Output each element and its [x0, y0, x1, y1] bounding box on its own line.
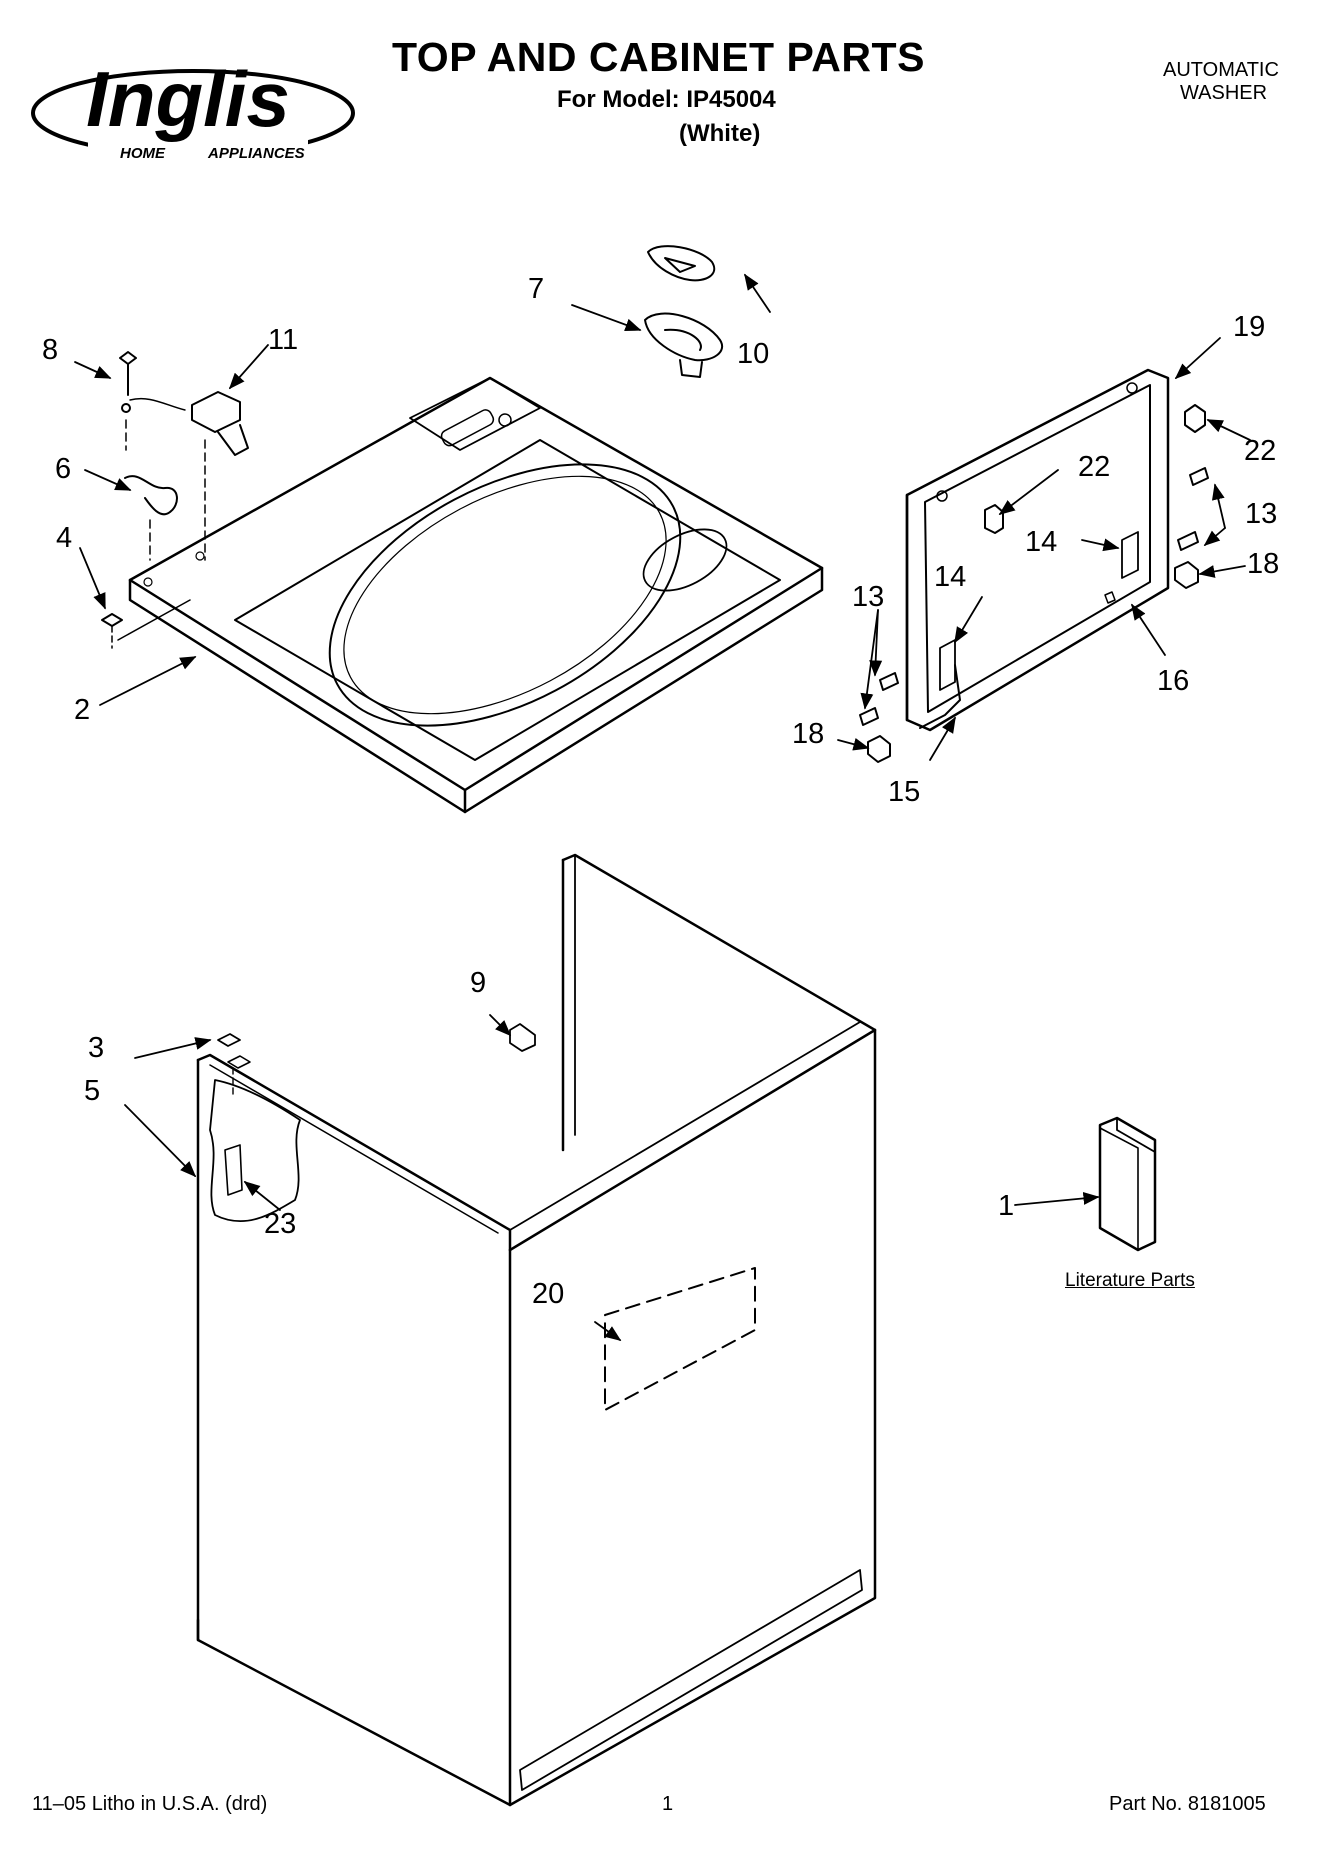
callout-15: 15	[888, 776, 921, 808]
callout-14-left: 14	[934, 561, 967, 593]
callout-22-right: 22	[1244, 435, 1277, 467]
page-title: TOP AND CABINET PARTS	[392, 34, 925, 80]
callout-19: 19	[1233, 311, 1266, 343]
lid-hardware	[859, 404, 1209, 763]
callout-11: 11	[268, 324, 299, 356]
callout-22-center: 22	[1078, 451, 1111, 483]
product-type-line1: AUTOMATIC	[1163, 59, 1279, 81]
callout-10: 10	[737, 338, 770, 370]
callout-3: 3	[88, 1032, 105, 1064]
color-line: (White)	[679, 120, 761, 147]
callout-13-left: 13	[852, 581, 885, 613]
part-number: Part No. 8181005	[1109, 1793, 1266, 1815]
page-number: 1	[662, 1793, 674, 1815]
callout-8: 8	[42, 334, 59, 366]
top-panel	[128, 376, 824, 814]
callout-20: 20	[532, 1278, 565, 1310]
print-info: 11–05 Litho in U.S.A. (drd)	[32, 1793, 268, 1815]
callout-18-right: 18	[1247, 548, 1280, 580]
callout-13-right: 13	[1245, 498, 1278, 530]
callout-6: 6	[55, 453, 72, 485]
svg-text:HOME: HOME	[120, 145, 166, 162]
callout-2: 2	[74, 694, 91, 726]
literature-parts	[1098, 1116, 1157, 1252]
leader-lines	[74, 273, 1251, 1341]
callout-4: 4	[56, 522, 73, 554]
callout-7: 7	[528, 273, 545, 305]
callout-14-right: 14	[1025, 526, 1058, 558]
cabinet	[196, 853, 877, 1807]
model-line: For Model: IP45004	[557, 86, 776, 113]
svg-text:Inglis: Inglis	[86, 55, 290, 143]
svg-text:APPLIANCES: APPLIANCES	[207, 145, 305, 162]
hinge-pin-parts	[644, 245, 723, 378]
callout-16: 16	[1157, 665, 1190, 697]
lid	[905, 368, 1170, 732]
callout-18-left: 18	[792, 718, 825, 750]
callout-9: 9	[470, 967, 487, 999]
callout-5: 5	[84, 1075, 101, 1107]
callout-1: 1	[998, 1190, 1015, 1222]
literature-parts-label: Literature Parts	[1065, 1270, 1195, 1291]
lid-switch-parts	[101, 351, 249, 649]
inglis-logo: Inglis HOME APPLIANCES	[31, 55, 355, 162]
product-type-line2: WASHER	[1180, 82, 1268, 104]
callout-23: 23	[264, 1208, 297, 1240]
